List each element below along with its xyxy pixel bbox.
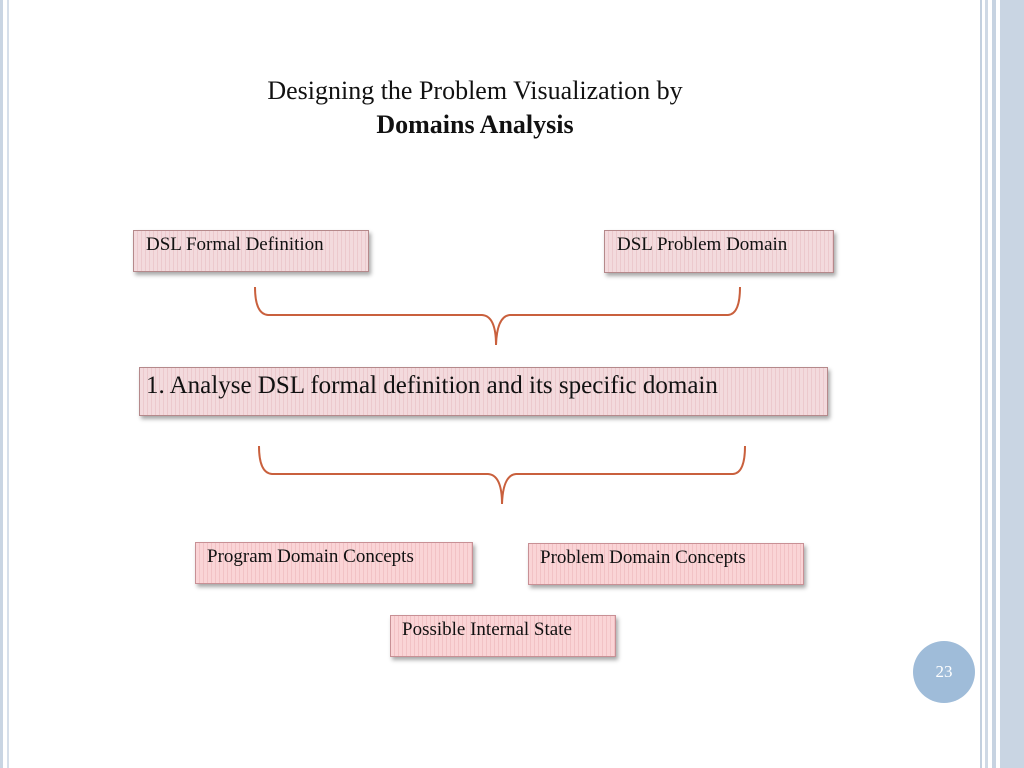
box-analyse-step: 1. Analyse DSL formal definition and its… [139, 367, 828, 416]
brace-path-bottom [258, 445, 746, 505]
right-rule-stripe [980, 0, 982, 768]
right-decorative-rule [976, 0, 1024, 768]
slide-title-line-2: Domains Analysis [376, 110, 574, 139]
page-number-badge: 23 [913, 641, 975, 703]
box-dsl-formal-definition: DSL Formal Definition [133, 230, 369, 272]
box-dsl-problem-domain: DSL Problem Domain [604, 230, 834, 273]
box-possible-internal-state: Possible Internal State [390, 615, 616, 657]
box-problem-domain-concepts: Problem Domain Concepts [528, 543, 804, 585]
left-rule-stripe [0, 0, 3, 768]
left-decorative-rule [0, 0, 12, 768]
slide-title: Designing the Problem Visualization by D… [150, 74, 800, 142]
left-rule-stripe [7, 0, 9, 768]
slide-title-line-1: Designing the Problem Visualization by [267, 76, 683, 105]
brace-path-top [254, 286, 741, 346]
box-program-domain-concepts: Program Domain Concepts [195, 542, 473, 584]
right-rule-band [1000, 0, 1024, 768]
right-rule-stripe [992, 0, 996, 768]
right-rule-stripe [985, 0, 988, 768]
